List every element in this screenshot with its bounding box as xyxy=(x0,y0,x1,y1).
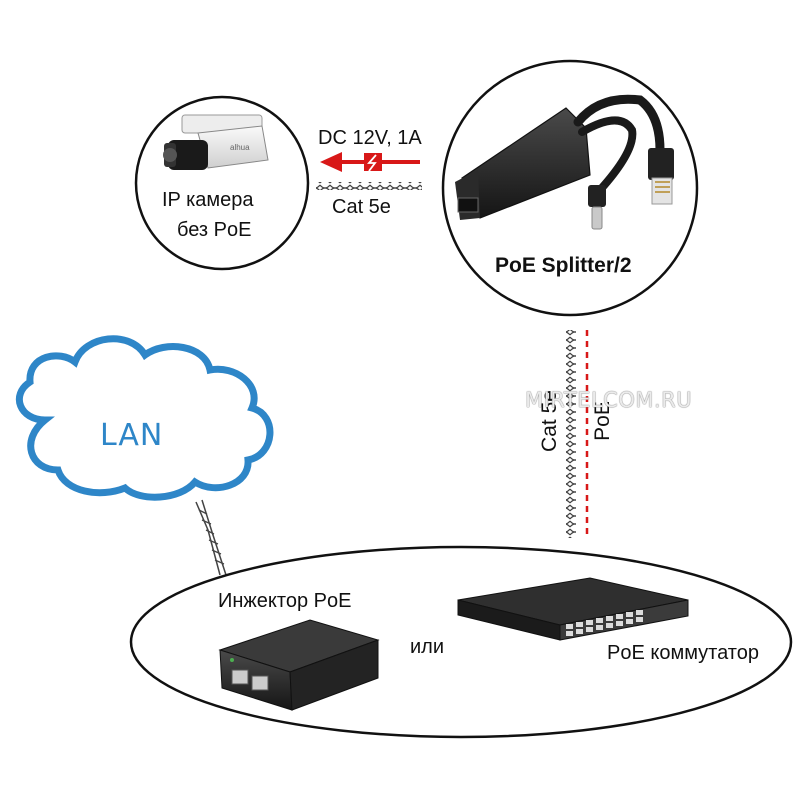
lan-cloud xyxy=(15,335,274,501)
splitter-circle xyxy=(441,59,699,317)
splitter-label: PoE Splitter/2 xyxy=(495,254,632,277)
poe-injector-icon xyxy=(218,619,380,711)
horizontal-cable xyxy=(316,182,422,190)
camera-label-line1: IP камера xyxy=(162,189,254,211)
lan-label: LAN xyxy=(100,418,164,453)
power-arrow xyxy=(320,152,420,172)
poe-switch-icon xyxy=(457,577,689,641)
ip-camera-icon: alhua xyxy=(163,114,269,170)
switch-label: PoE коммутатор xyxy=(607,642,759,664)
power-label: DC 12V, 1A xyxy=(318,127,422,149)
or-label: или xyxy=(410,636,445,658)
camera-label-line2: без PoE xyxy=(177,219,252,241)
watermark: MIRTELCOM.RU xyxy=(525,388,693,412)
poe-splitter-icon xyxy=(455,94,674,230)
cable-label: Cat 5e xyxy=(332,196,391,218)
svg-text:alhua: alhua xyxy=(230,143,250,152)
lan-cable xyxy=(195,501,221,576)
injector-label: Инжектор PoE xyxy=(218,590,352,612)
vertical-cable xyxy=(566,330,576,538)
